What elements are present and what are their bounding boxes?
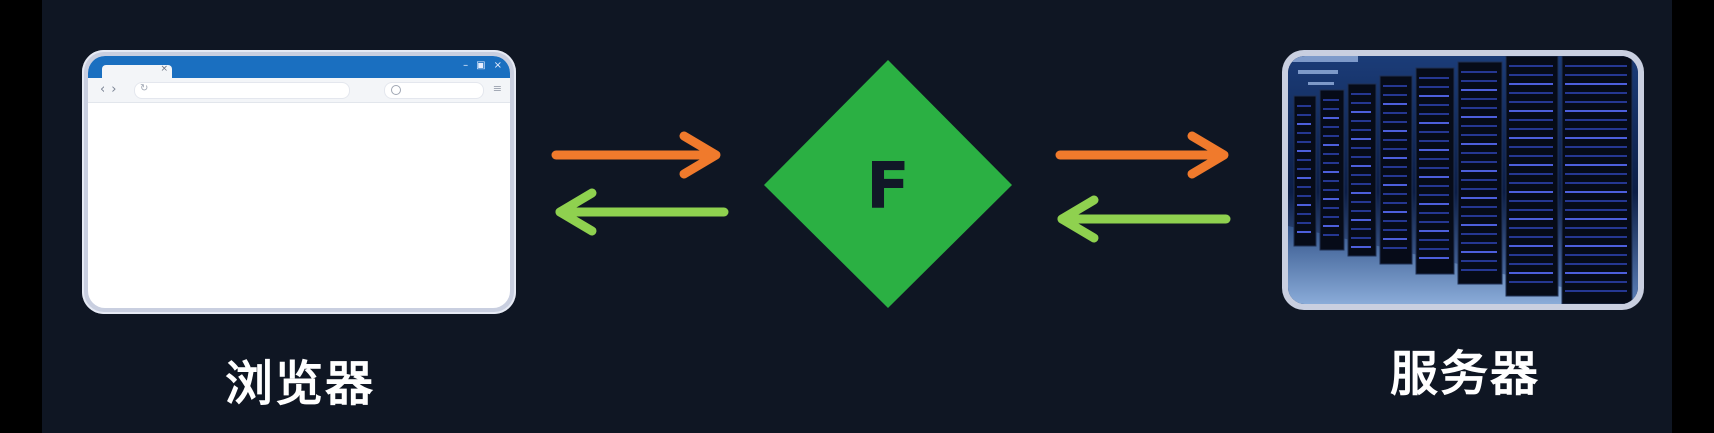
close-icon: ×	[160, 64, 168, 74]
server-label: 服务器	[1389, 346, 1540, 402]
proxy-diamond	[764, 60, 1012, 308]
browser-window: × – ▣ × ‹› ↻ ≡	[82, 50, 516, 314]
menu-icon: ≡	[492, 82, 502, 95]
server-racks-illustration	[1288, 56, 1638, 304]
search-icon	[391, 85, 401, 95]
server-image-frame	[1282, 50, 1644, 310]
proxy-letter: F	[866, 150, 910, 224]
proxy-to-server-request-arrow	[1055, 131, 1229, 179]
browser-tab: ×	[102, 64, 172, 78]
proxy-to-browser-response-arrow	[555, 188, 729, 236]
browser-search-box	[384, 82, 484, 99]
close-window-icon: ×	[493, 60, 502, 71]
browser-label: 浏览器	[224, 356, 375, 412]
window-controls: – ▣ ×	[463, 59, 502, 73]
back-forward-icon: ‹›	[100, 82, 123, 97]
browser-viewport: × – ▣ × ‹› ↻ ≡	[88, 56, 510, 308]
address-bar: ↻	[134, 82, 350, 99]
reload-icon: ↻	[140, 83, 149, 94]
restore-icon: ▣	[476, 60, 486, 71]
browser-titlebar: × – ▣ ×	[88, 56, 510, 78]
server-room-image	[1288, 56, 1638, 304]
browser-toolbar: ‹› ↻ ≡	[88, 78, 510, 103]
browser-to-proxy-request-arrow	[551, 131, 721, 179]
minimize-icon: –	[463, 60, 469, 71]
server-to-proxy-response-arrow	[1057, 195, 1231, 243]
